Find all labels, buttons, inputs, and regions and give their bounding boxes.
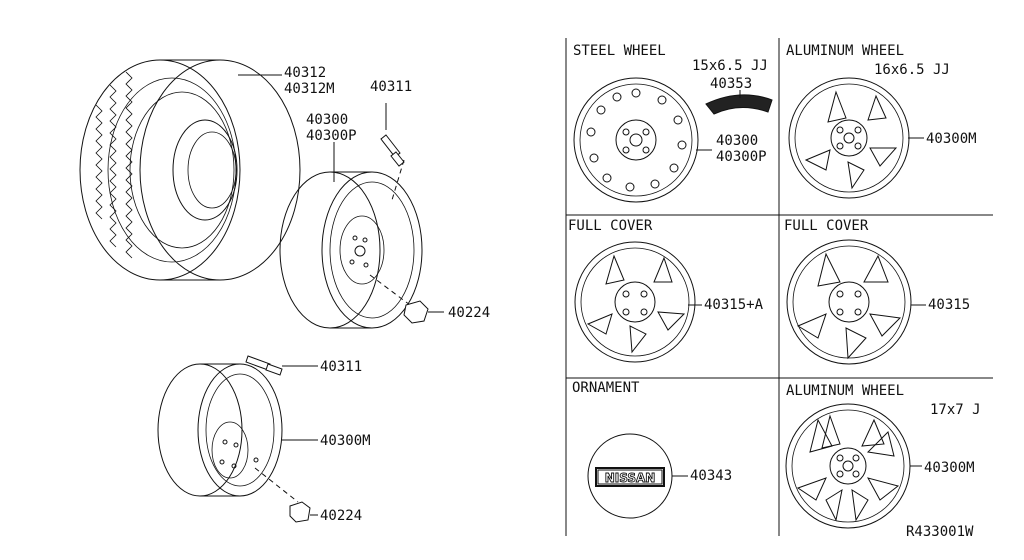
panel-aluminum-wheel-17-size: 17x7 J [930, 402, 981, 418]
panel-full-cover-part: 40315 [928, 297, 970, 313]
panel-steel-wheel-cap-part: 40353 [710, 76, 752, 92]
nissan-emblem-icon: NISSAN [587, 433, 688, 519]
wheel-cover-arc-icon [705, 90, 773, 115]
panel-ornament-title: ORNAMENT [572, 380, 640, 396]
valve-top-part-number: 40311 [370, 79, 412, 95]
nut-top-part-number: 40224 [448, 305, 490, 321]
aluminum-wheel-17-icon [785, 403, 922, 529]
steel-wheel-part-number-alt: 40300P [306, 128, 357, 144]
steel-wheel-part-number: 40300 [306, 112, 348, 128]
steel-wheel-illustration [279, 142, 423, 329]
panel-steel-wheel-part: 40300 [716, 133, 758, 149]
tire-part-number: 40312 [284, 65, 326, 81]
reference-code: R433001W [906, 524, 974, 540]
panel-aluminum-wheel-16-part: 40300M [926, 131, 977, 147]
tire-illustration [79, 59, 301, 281]
panel-aluminum-wheel-17-title: ALUMINUM WHEEL [786, 383, 904, 399]
panel-steel-wheel-size: 15x6.5 JJ [692, 58, 768, 74]
panel-aluminum-wheel-17-part: 40300M [924, 460, 975, 476]
panel-aluminum-wheel-16-title: ALUMINUM WHEEL [786, 43, 904, 59]
spare-wheel-part-number: 40300M [320, 433, 371, 449]
spare-wheel-illustration [157, 355, 318, 523]
lug-nut-top [403, 300, 444, 324]
aluminum-wheel-16-icon [788, 77, 924, 199]
valve-bottom-part-number: 40311 [320, 359, 362, 375]
full-cover-icon [786, 239, 926, 365]
panel-aluminum-wheel-16-size: 16x6.5 JJ [874, 62, 950, 78]
steel-wheel-front-icon [573, 77, 712, 203]
tire-part-number-alt: 40312M [284, 81, 335, 97]
panel-steel-wheel-title: STEEL WHEEL [573, 43, 666, 59]
nut-bottom-part-number: 40224 [320, 508, 362, 524]
panel-full-cover-title: FULL COVER [784, 218, 869, 234]
nissan-emblem-text: NISSAN [605, 471, 656, 485]
panel-full-cover-a-title: FULL COVER [568, 218, 653, 234]
panel-steel-wheel-part-alt: 40300P [716, 149, 767, 165]
panel-ornament-part: 40343 [690, 468, 732, 484]
panel-grid [565, 38, 993, 536]
full-cover-a-icon [574, 241, 702, 363]
panel-full-cover-a-part: 40315+A [704, 297, 764, 313]
valve-stem-top [380, 103, 405, 167]
